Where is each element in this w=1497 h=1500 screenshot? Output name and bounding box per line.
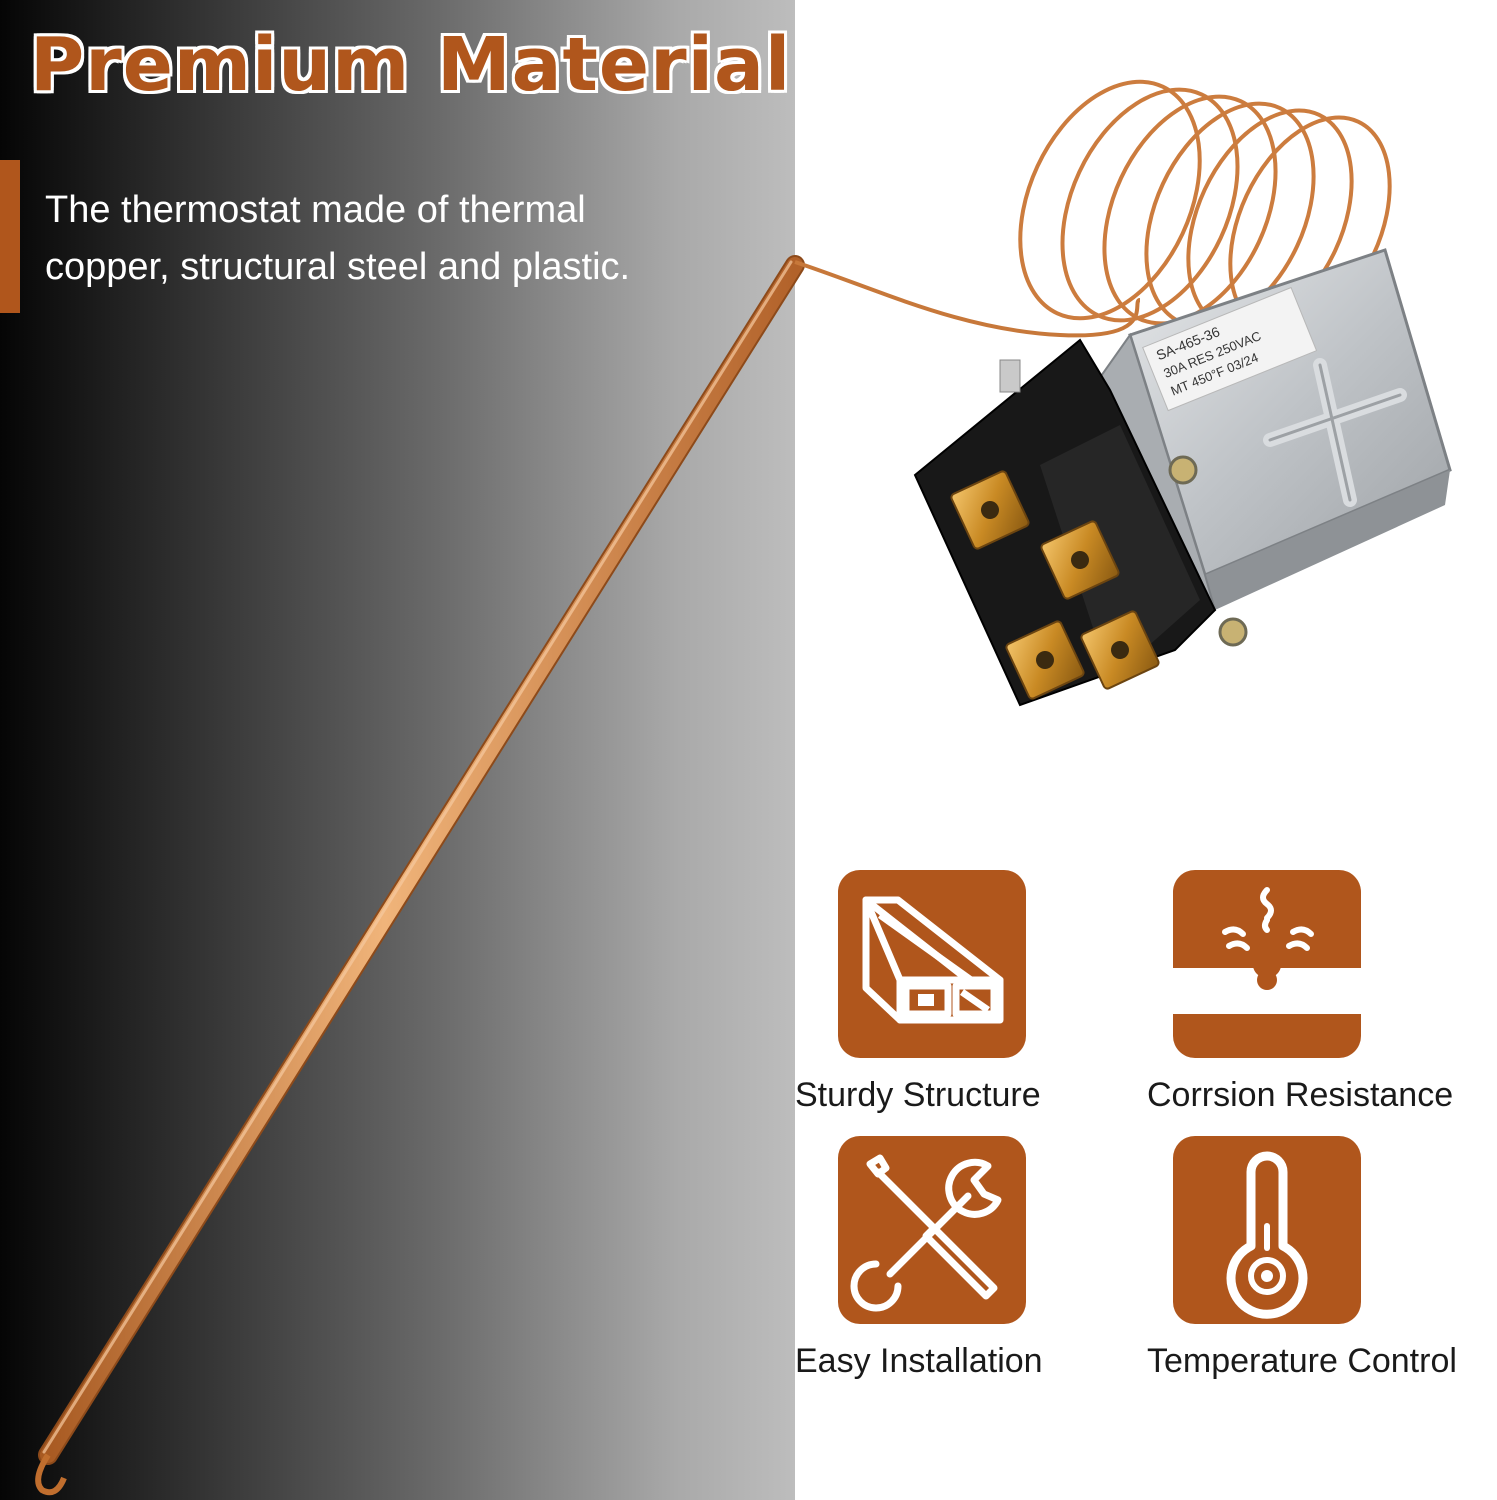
accent-bar bbox=[0, 160, 20, 313]
feature-card-temperature-control bbox=[1173, 1136, 1361, 1324]
corrosion-drop-icon bbox=[1173, 887, 1361, 1014]
page-title: Premium Material bbox=[30, 22, 792, 108]
feature-card-easy-installation bbox=[838, 1136, 1026, 1324]
description-line-1: The thermostat made of thermal bbox=[45, 189, 586, 231]
steel-profile-icon bbox=[862, 896, 1004, 1024]
thermometer-icon bbox=[1226, 1151, 1308, 1319]
description-text: The thermostat made of thermal copper, s… bbox=[45, 182, 745, 296]
feature-label-easy-installation: Easy Installation bbox=[795, 1342, 1043, 1380]
feature-card-corrosion-resistance bbox=[1173, 870, 1361, 1058]
feature-card-sturdy-structure bbox=[838, 870, 1026, 1058]
feature-label-sturdy-structure: Sturdy Structure bbox=[795, 1076, 1041, 1114]
feature-label-temperature-control: Temperature Control bbox=[1147, 1342, 1457, 1380]
feature-label-corrosion-resistance: Corrsion Resistance bbox=[1147, 1076, 1454, 1114]
description-line-2: copper, structural steel and plastic. bbox=[45, 246, 631, 288]
wrench-screwdriver-icon bbox=[850, 1154, 1002, 1312]
